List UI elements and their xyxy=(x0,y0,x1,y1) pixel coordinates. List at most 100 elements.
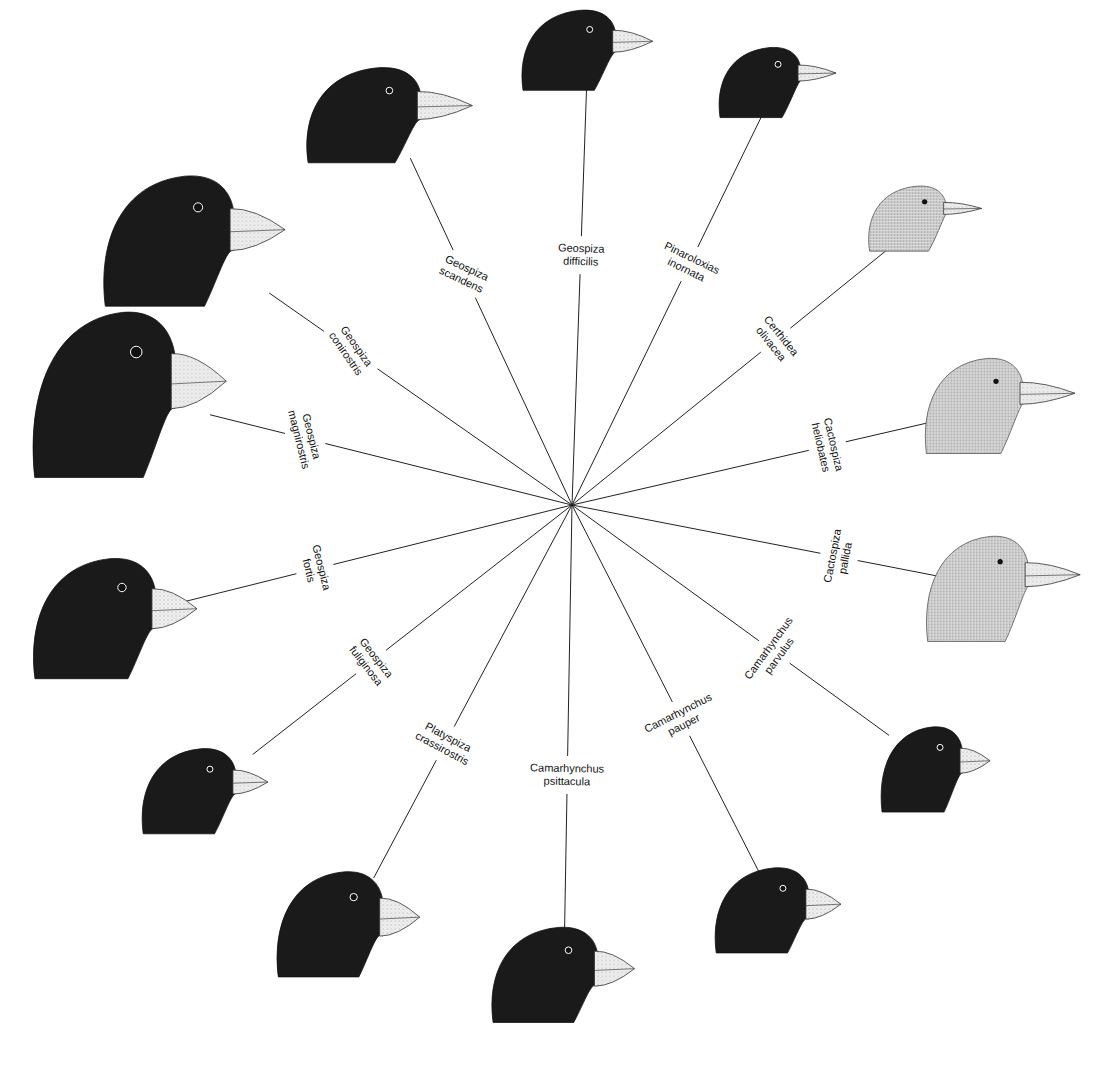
species-label: Geospiza fortis xyxy=(297,543,333,594)
beak-line xyxy=(152,609,197,611)
spoke-line xyxy=(475,298,572,505)
spoke-line xyxy=(572,505,820,553)
species-label: Pinaroloxias inornata xyxy=(657,239,722,289)
species-label: Camarhynchus parvulus xyxy=(742,614,807,689)
beak-line xyxy=(417,106,472,107)
eye xyxy=(350,893,357,900)
beak-line xyxy=(230,230,285,232)
spoke-line xyxy=(572,505,672,702)
beak-line xyxy=(798,73,836,75)
spoke-line xyxy=(572,274,580,505)
beak xyxy=(171,354,226,409)
beak-line xyxy=(171,381,226,384)
beak-line xyxy=(806,904,841,906)
beak-line xyxy=(613,41,653,42)
beak xyxy=(152,589,197,629)
spoke-line xyxy=(698,116,762,247)
eye xyxy=(207,766,213,772)
finch-head xyxy=(277,872,420,977)
beak xyxy=(233,770,268,794)
eye xyxy=(922,199,927,204)
head-silhouette xyxy=(925,358,1022,453)
finch-head xyxy=(34,558,197,678)
beak xyxy=(806,889,841,919)
beak xyxy=(230,209,285,251)
eye xyxy=(993,379,998,384)
spoke-line xyxy=(184,574,296,602)
species-label: Platyspiza crassirostris xyxy=(413,718,477,768)
species-label: Geospiza conirostris xyxy=(326,322,376,378)
eye xyxy=(998,559,1003,564)
head-silhouette xyxy=(715,868,808,953)
head-silhouette xyxy=(522,10,615,90)
finch-head xyxy=(869,186,982,251)
spoke-line xyxy=(790,248,889,328)
species-label: Cactospiza heliobates xyxy=(808,417,846,476)
spoke-lines xyxy=(184,88,938,931)
spoke-line xyxy=(572,352,761,505)
bird-heads xyxy=(33,10,1080,1022)
beak-line xyxy=(233,782,268,783)
beak-line xyxy=(1020,393,1075,394)
eye xyxy=(587,26,593,32)
finch-head xyxy=(142,749,268,834)
head-silhouette xyxy=(277,872,382,977)
spoke-line xyxy=(333,505,572,565)
finch-head xyxy=(492,927,635,1022)
spoke-line xyxy=(210,415,285,434)
beak xyxy=(944,202,982,214)
species-label: Certhidea olivacea xyxy=(750,313,800,366)
spoke-line xyxy=(269,293,324,331)
finch-head xyxy=(927,536,1081,641)
spoke-line xyxy=(378,369,572,505)
beak xyxy=(960,748,990,773)
spoke-line xyxy=(572,281,681,505)
head-silhouette xyxy=(869,186,946,251)
spoke-line xyxy=(253,674,356,755)
spoke-line xyxy=(572,505,759,641)
species-label: Camarhynchus pauper xyxy=(642,690,720,747)
eye xyxy=(775,61,781,67)
spoke-line xyxy=(325,443,572,505)
species-label: Geospiza fuliginosa xyxy=(346,636,395,689)
spoke-line xyxy=(790,663,889,735)
species-label: Camarhynchus psittacula xyxy=(530,761,604,788)
finch-head xyxy=(33,312,226,477)
spoke-line xyxy=(690,736,759,872)
species-label: Cactospiza pallida xyxy=(821,528,857,586)
spoke-line xyxy=(386,505,572,650)
beak xyxy=(613,30,653,52)
beak-line xyxy=(944,208,982,210)
head-silhouette xyxy=(927,536,1028,641)
spoke-line xyxy=(565,794,567,931)
head-silhouette xyxy=(104,176,233,306)
beak-line xyxy=(1025,575,1080,576)
beak xyxy=(417,92,472,120)
beak xyxy=(1020,382,1075,404)
eye xyxy=(194,203,203,212)
species-label: Geospiza scandens xyxy=(437,252,491,295)
beak-line xyxy=(960,761,990,762)
finch-head xyxy=(881,727,990,812)
spoke-line xyxy=(454,505,572,727)
head-silhouette xyxy=(33,312,175,477)
beak xyxy=(798,65,836,81)
spoke-line xyxy=(568,505,572,756)
eye xyxy=(386,87,393,94)
beak-line xyxy=(380,917,420,919)
finch-head xyxy=(307,68,472,163)
spoke-line xyxy=(572,450,809,505)
eye xyxy=(780,885,786,891)
finch-head xyxy=(104,176,285,306)
eye xyxy=(118,583,126,591)
beak xyxy=(1025,563,1080,587)
spoke-line xyxy=(858,561,939,577)
finch-head xyxy=(719,47,836,117)
finch-head xyxy=(715,868,841,953)
beak xyxy=(594,951,634,986)
beak-line xyxy=(594,969,634,971)
head-silhouette xyxy=(719,47,800,117)
spoke-line xyxy=(374,760,437,878)
